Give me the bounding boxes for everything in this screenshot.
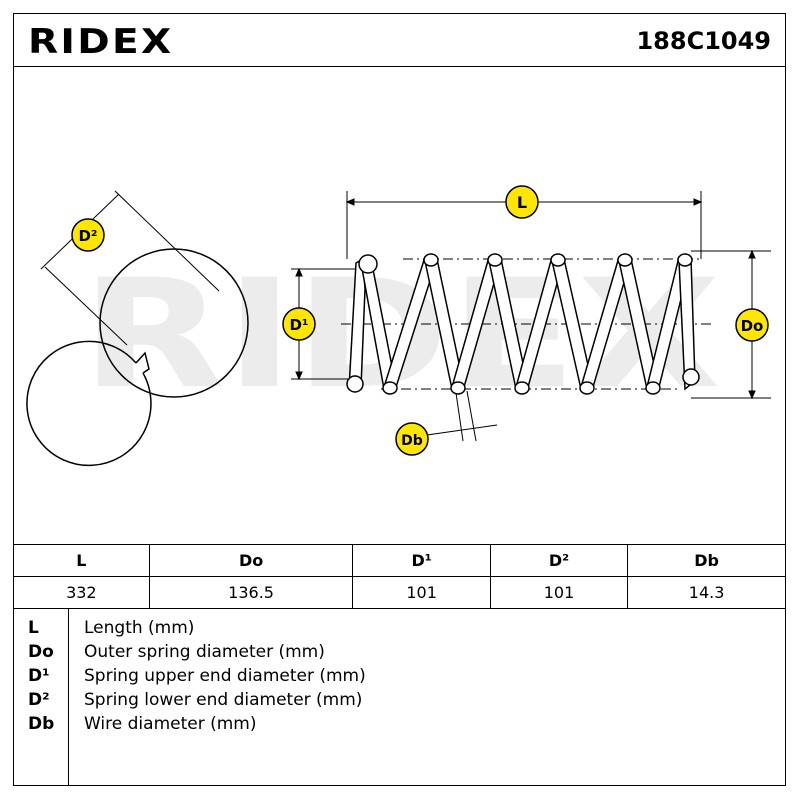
table-value-cell: 101	[352, 576, 491, 609]
db-dimension	[426, 390, 498, 442]
table-value-cell: 332	[14, 576, 150, 609]
legend: L Length (mm) Do Outer spring diameter (…	[14, 608, 785, 785]
table-value-cell: 14.3	[627, 576, 785, 609]
table-header-cell: D¹	[352, 544, 491, 577]
spec-table-header-row: L Do D¹ D² Db	[14, 544, 785, 577]
legend-code: L	[28, 618, 39, 638]
legend-item: D¹ Spring upper end diameter (mm)	[14, 666, 785, 690]
spec-table: L Do D¹ D² Db 332 136.5 101 101 14.3	[14, 544, 785, 609]
legend-code: Db	[28, 714, 55, 734]
table-header-cell: Do	[148, 544, 354, 577]
table-value-cell: 101	[489, 576, 629, 609]
legend-item: D² Spring lower end diameter (mm)	[14, 690, 785, 714]
do-dimension	[691, 249, 771, 400]
part-number: 188C1049	[636, 27, 771, 55]
table-header-cell: Db	[627, 544, 785, 577]
l-marker	[505, 185, 539, 219]
legend-item: Do Outer spring diameter (mm)	[14, 642, 785, 666]
legend-item: Db Wire diameter (mm)	[14, 714, 785, 738]
do-label: Do	[741, 317, 764, 335]
coil-spring	[346, 253, 700, 395]
d1-label: D¹	[289, 316, 308, 334]
l-label: L	[517, 193, 527, 212]
d2-marker	[71, 218, 105, 252]
legend-code: Do	[28, 642, 54, 662]
do-marker	[735, 308, 769, 342]
table-header-cell: D²	[489, 544, 629, 577]
header-bar: RIDEX 188C1049	[14, 14, 785, 67]
d1-marker	[282, 307, 316, 341]
legend-description: Spring upper end diameter (mm)	[84, 666, 366, 686]
legend-code: D²	[28, 690, 50, 710]
db-marker	[395, 422, 429, 456]
legend-description: Spring lower end diameter (mm)	[84, 690, 363, 710]
legend-divider	[68, 608, 69, 785]
table-value-cell: 136.5	[148, 576, 354, 609]
db-label: Db	[401, 433, 423, 449]
brand-logo: RIDEX	[28, 22, 174, 62]
legend-description: Outer spring diameter (mm)	[84, 642, 325, 662]
legend-description: Wire diameter (mm)	[84, 714, 257, 734]
table-header-cell: L	[14, 544, 150, 577]
d2-label: D²	[78, 227, 97, 245]
spec-table-value-row: 332 136.5 101 101 14.3	[14, 576, 785, 609]
spec-sheet: RIDEX 188C1049 RIDEX D²	[13, 13, 786, 786]
spring-end-view	[26, 248, 249, 467]
spring-diagram: RIDEX D² L	[26, 185, 771, 467]
legend-code: D¹	[28, 666, 50, 686]
legend-item: L Length (mm)	[14, 618, 785, 642]
legend-description: Length (mm)	[84, 618, 195, 638]
